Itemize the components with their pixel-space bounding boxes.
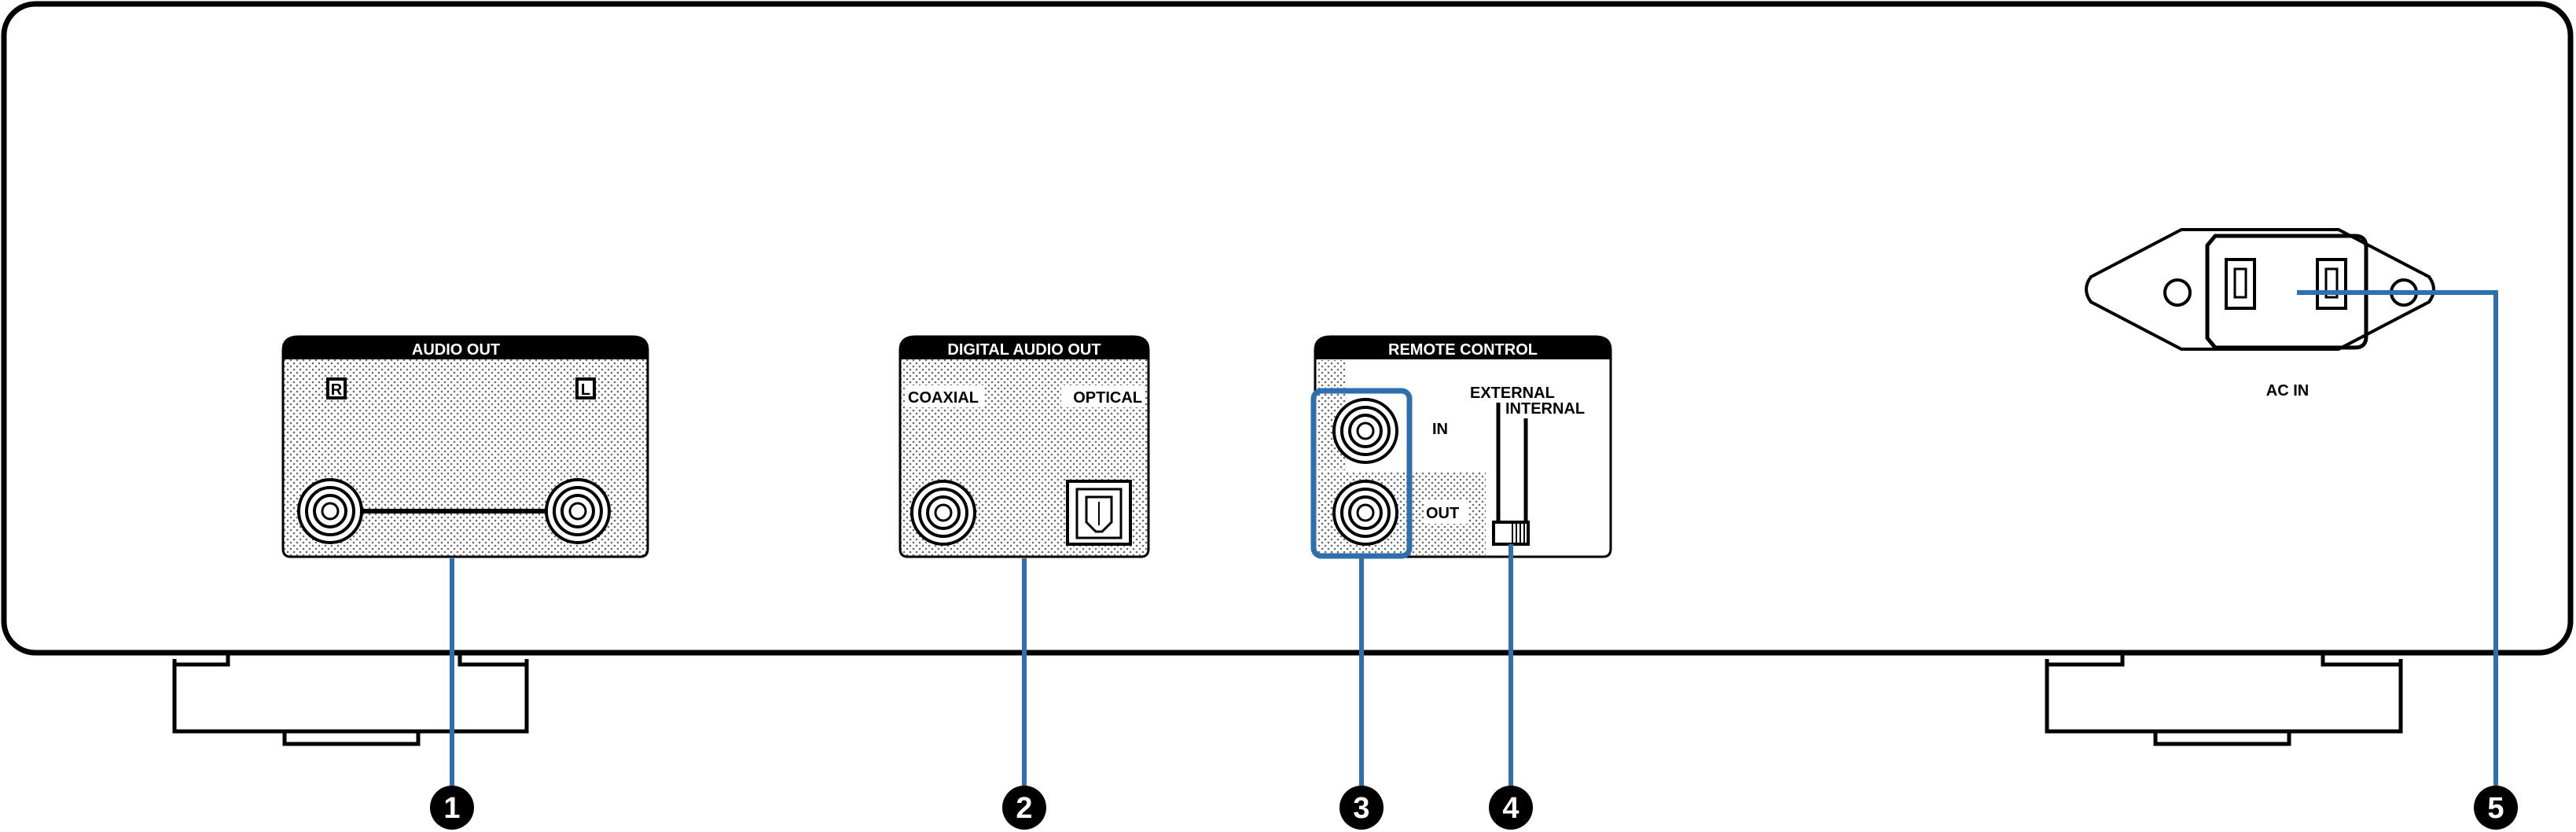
- remote-in-jack-icon: [1332, 398, 1398, 464]
- internal-label: INTERNAL: [1505, 400, 1585, 418]
- callout-badge-1: 1: [430, 786, 474, 830]
- rca-jack-right-icon: [297, 478, 363, 544]
- remote-in-label: IN: [1432, 421, 1448, 438]
- ac-pin-left-icon: [2225, 258, 2256, 310]
- digital-audio-out-panel: DIGITAL AUDIO OUT COAXIAL OPTICAL: [898, 335, 1150, 558]
- audio-out-right-label: R: [331, 381, 343, 399]
- remote-control-title: REMOTE CONTROL: [1388, 341, 1538, 359]
- optical-jack-icon: [1066, 480, 1132, 546]
- remote-control-panel: REMOTE CONTROL IN OUT EXTERNAL INTERNAL: [1314, 335, 1612, 558]
- optical-label: OPTICAL: [1073, 389, 1142, 407]
- callout-number-5: 5: [2487, 792, 2504, 825]
- right-foot: [2045, 653, 2403, 746]
- external-label: EXTERNAL: [1470, 385, 1555, 402]
- audio-out-left-label: L: [581, 381, 590, 399]
- left-foot: [172, 653, 529, 746]
- coaxial-jack-icon: [910, 480, 976, 546]
- callout-badge-5: 5: [2474, 786, 2518, 830]
- callout-badge-4: 4: [1489, 786, 1533, 830]
- external-internal-switch-icon: [1492, 521, 1530, 546]
- ac-inlet: AC IN: [2085, 228, 2435, 399]
- ac-in-label: AC IN: [2266, 382, 2309, 399]
- callout-number-2: 2: [1016, 792, 1032, 825]
- callout-number-4: 4: [1502, 792, 1519, 825]
- callout-number-1: 1: [443, 792, 460, 825]
- callout-badge-2: 2: [1002, 786, 1046, 830]
- rca-jack-left-icon: [545, 478, 611, 544]
- callout-badge-3: 3: [1339, 786, 1384, 830]
- coaxial-label: COAXIAL: [908, 389, 979, 407]
- callout-lines: [450, 290, 2498, 786]
- ac-pin-right-icon: [2316, 258, 2347, 310]
- audio-out-title: AUDIO OUT: [412, 341, 500, 359]
- remote-out-jack-icon: [1332, 480, 1398, 546]
- callout-number-3: 3: [1353, 792, 1369, 825]
- audio-out-panel: AUDIO OUT R L: [281, 335, 649, 558]
- digital-audio-out-title: DIGITAL AUDIO OUT: [947, 341, 1101, 359]
- remote-out-label: OUT: [1426, 505, 1459, 522]
